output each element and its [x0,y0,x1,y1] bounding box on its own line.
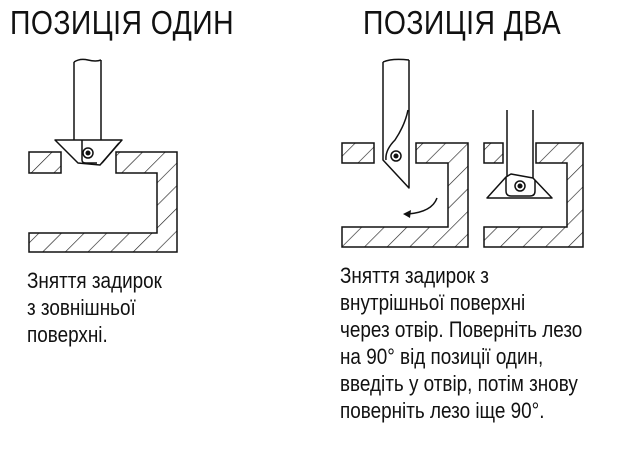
caption-line: на 90° від позиції один, [340,344,544,369]
workpiece-c-section-1 [28,151,178,253]
workpiece-c-section-2b [483,142,584,248]
position-one-title: ПОЗИЦІЯ ОДИН [10,4,235,41]
caption-line: з зовнішньої [27,295,136,320]
caption-line: внутрішньої поверхні [340,290,526,315]
caption-line: поверніть лезо іще 90°. [340,398,545,423]
deburring-tool-position-two-insert [382,58,410,189]
caption-line: введіть у отвір, потім знову [340,371,578,396]
deburring-tool-position-two-rotated [486,110,553,199]
caption-line: поверхні. [27,322,108,347]
workpiece-left-block-1 [28,151,62,174]
caption-line: через отвір. Поверніть лезо [340,317,583,342]
position-two-caption: Зняття задирок з внутрішньої поверхні че… [340,262,582,424]
rotation-arrow-icon [407,197,438,215]
position-two-title: ПОЗИЦІЯ ДВА [363,4,562,41]
caption-line: Зняття задирок з [340,263,489,288]
workpiece-left-block-2a [341,142,375,164]
workpiece-c-section-2a [341,142,469,248]
position-one-caption: Зняття задирок з зовнішньої поверхні. [27,267,162,348]
caption-line: Зняття задирок [27,268,162,293]
deburring-tool-position-one [54,58,123,166]
workpiece-left-block-2b [483,142,504,164]
